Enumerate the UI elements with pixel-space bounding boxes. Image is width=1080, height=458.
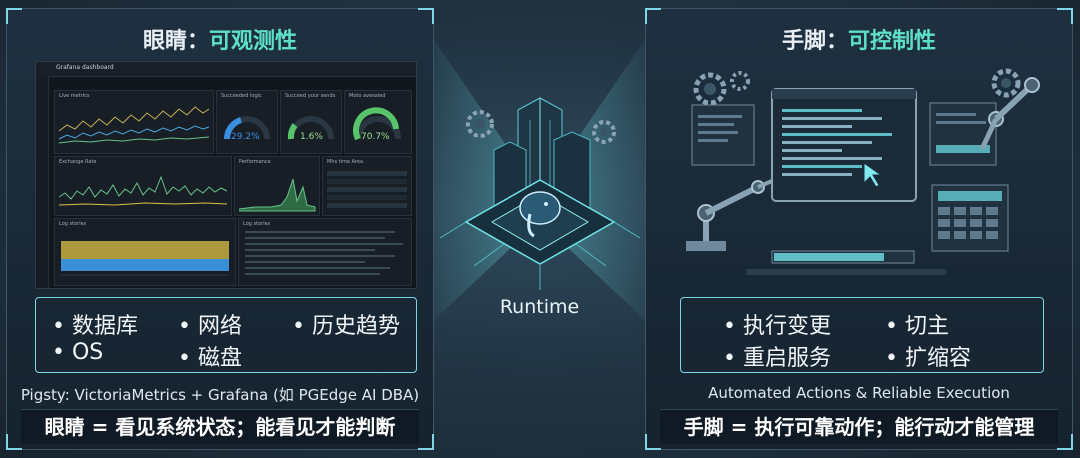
gauge-graphic xyxy=(353,107,401,141)
controllability-caption: Automated Actions & Reliable Execution xyxy=(708,384,1010,402)
observability-bullet-box: • 数据库 • 网络 • 历史趋势 • OS • 磁盘 xyxy=(35,297,417,373)
robot-arm-icon xyxy=(686,179,773,251)
grafana-dashboard-screenshot: Grafana dashboard Live metrics Succeeded… xyxy=(35,61,417,289)
bullet-item: • 重启服务 xyxy=(723,346,831,371)
robot-arm-icon xyxy=(979,77,1040,151)
gear-icon xyxy=(466,110,494,138)
controllability-summary: 手脚 = 执行可靠动作；能行动才能管理 xyxy=(660,409,1058,444)
cursor-icon xyxy=(863,162,883,188)
bullet-item: • 数据库 xyxy=(52,314,138,339)
log-lines-graphic xyxy=(245,231,403,275)
bullet-item: • OS xyxy=(52,340,104,365)
frame-corner xyxy=(645,8,661,24)
gear-icon xyxy=(693,72,727,106)
title-main: 手脚： xyxy=(781,29,848,54)
bar-histogram-graphic xyxy=(61,241,229,276)
dashboard-panel: Log stories xyxy=(238,218,412,286)
gear-icon xyxy=(730,71,750,91)
controllability-panel: 手脚：可控制性 xyxy=(645,8,1073,450)
dashboard-panel: Performance xyxy=(234,156,320,216)
title-accent: 可控制性 xyxy=(848,29,937,54)
frame-corner xyxy=(418,8,434,24)
frame-corner xyxy=(6,434,22,450)
runtime-graphic xyxy=(434,40,645,320)
bullet-item: • 执行变更 xyxy=(723,314,831,339)
gauge-value: 29.2% xyxy=(231,132,260,142)
dashboard-panel: Exchange Rate xyxy=(54,156,232,216)
observability-title: 眼睛：可观测性 xyxy=(7,23,433,55)
spike-chart-graphic xyxy=(238,178,316,212)
gauge-graphic xyxy=(224,116,270,140)
dashboard-panel: Mhs time Area xyxy=(322,156,412,216)
frame-corner xyxy=(1057,8,1073,24)
bullet-item: • 扩缩容 xyxy=(885,346,971,371)
bullet-item: • 历史趋势 xyxy=(292,314,400,339)
gauge-graphic xyxy=(287,116,334,140)
gear-icon xyxy=(592,120,616,144)
postgres-elephant-icon xyxy=(519,191,561,238)
dashboard-panel: Moto avesaled 70.7% xyxy=(344,90,412,154)
bullet-item: • 网络 xyxy=(178,314,242,339)
gauge-value: 1.6% xyxy=(300,132,323,142)
gauge-value: 70.7% xyxy=(361,132,390,142)
observability-panel: 眼睛：可观测性 Grafana dashboard Live metrics S… xyxy=(6,8,434,450)
gear-icon xyxy=(991,68,1021,98)
frame-corner xyxy=(418,434,434,450)
line-chart-graphic xyxy=(58,106,210,144)
area-chart-graphic xyxy=(58,175,228,206)
keypad-icon xyxy=(931,184,1009,252)
dashboard-panel: Succeeded logic 29.2% xyxy=(216,90,278,154)
table-graphic xyxy=(327,171,407,208)
controllability-bullet-box: • 执行变更 • 切主 • 重启服务 • 扩缩容 xyxy=(680,297,1044,373)
bullet-item: • 切主 xyxy=(885,314,949,339)
dashboard-panel: Succeed your sends 1.6% xyxy=(280,90,342,154)
dashboard-panel: Log stories xyxy=(54,218,236,286)
bullet-item: • 磁盘 xyxy=(178,346,242,371)
runtime-illustration: Runtime xyxy=(434,0,645,458)
frame-corner xyxy=(645,434,661,450)
runtime-label: Runtime xyxy=(499,296,580,318)
title-accent: 可观测性 xyxy=(209,29,298,54)
automation-illustration xyxy=(686,68,1040,275)
frame-corner xyxy=(1057,434,1073,450)
dashboard-panel: Live metrics xyxy=(54,90,214,154)
dashboard-topbar xyxy=(36,62,416,77)
dashboard-sidenav xyxy=(36,76,49,288)
frame-corner xyxy=(6,8,22,24)
observability-caption: Pigsty: VictoriaMetrics + Grafana (如 PGE… xyxy=(20,386,420,404)
dashboard-title: Grafana dashboard xyxy=(56,64,114,71)
controllability-title: 手脚：可控制性 xyxy=(646,23,1072,55)
title-main: 眼睛： xyxy=(142,29,209,54)
observability-summary: 眼睛 = 看见系统状态；能看见才能判断 xyxy=(21,409,419,444)
